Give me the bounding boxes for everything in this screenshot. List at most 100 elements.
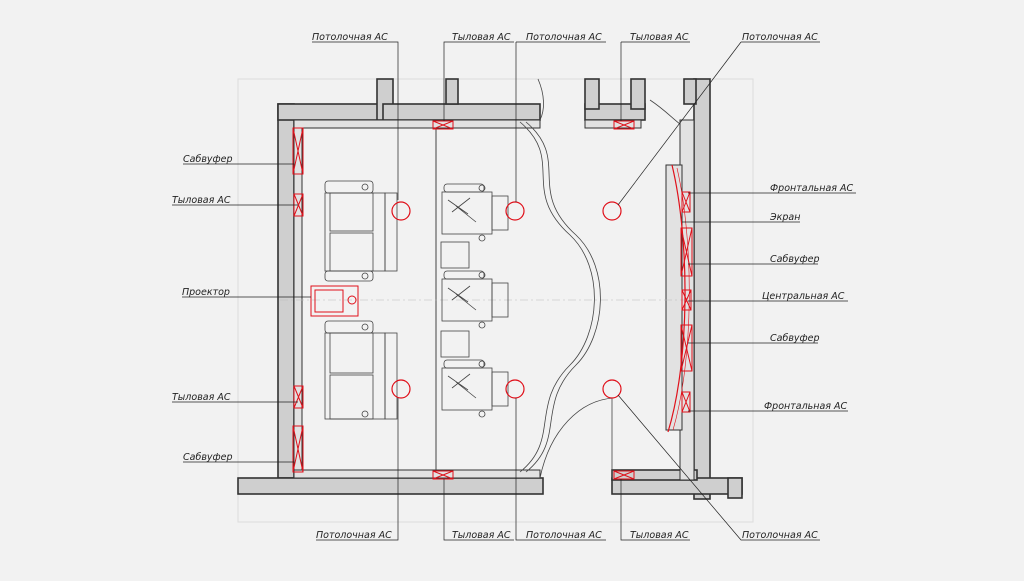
label-subwoofer-right-top: Сабвуфер: [770, 254, 820, 265]
front-speaker-cross: [681, 391, 691, 413]
cup-holder: [478, 234, 486, 242]
projector-lens: [347, 295, 357, 305]
rear-speaker-bottom: [432, 470, 454, 480]
bottom-wall-left: [237, 477, 544, 495]
seat-arm: [324, 320, 374, 334]
label-subwoofer-left-top: Сабвуфер: [183, 154, 233, 165]
door-arc-top: [537, 78, 544, 121]
seat-cushion: [329, 232, 374, 272]
curtain-left-curve: [519, 121, 595, 473]
cup-holder: [478, 184, 486, 192]
label-screen: Экран: [769, 212, 800, 223]
door-arc-top-right: [649, 99, 681, 125]
rear-speaker-cross: [293, 193, 304, 217]
curtain-left-curve-2: [525, 121, 601, 473]
front-speaker-top: [681, 191, 691, 213]
bottom-wall-stub: [727, 477, 743, 499]
inner-top-panel: [293, 119, 541, 129]
side-table: [440, 330, 470, 358]
label-rear-top-1: Тыловая АС: [452, 32, 511, 43]
rear-speaker-cross: [613, 470, 635, 480]
top-wall-stub-4: [630, 78, 646, 110]
label-rear-left-bottom: Тыловая АС: [172, 392, 231, 403]
labels: Потолочная АС Тыловая АС Потолочная АС Т…: [172, 32, 854, 541]
front-speaker-bottom: [681, 391, 691, 413]
subwoofer-right-bottom: [680, 324, 693, 372]
projector: [310, 285, 359, 317]
leader-ceiling-top-3: [617, 41, 742, 206]
rear-speaker-left-bottom: [293, 385, 304, 409]
recliner-bottom: [441, 359, 509, 418]
cup-holder: [478, 360, 486, 368]
label-subwoofer-left-bottom: Сабвуфер: [183, 452, 233, 463]
seat-arm: [443, 359, 485, 369]
sofa-frame: [324, 332, 386, 420]
leader-rear-bottom-1: [443, 479, 514, 541]
top-wall-stub-2: [445, 78, 459, 105]
subwoofer-left-top: [292, 127, 304, 175]
center-speaker: [681, 289, 692, 311]
label-ceiling-bottom-2: Потолочная АС: [526, 530, 602, 541]
cup-holder: [478, 321, 486, 329]
seat-arm: [443, 270, 485, 280]
cup-holder: [361, 410, 369, 418]
pillow-lines: [447, 197, 477, 223]
ceiling-speaker: [391, 201, 411, 221]
seat-arm: [324, 180, 374, 194]
footrest: [491, 195, 509, 231]
seat-cushion: [329, 332, 374, 374]
ceiling-speaker: [505, 379, 525, 399]
label-center: Центральная АС: [762, 291, 845, 302]
projector-body: [310, 285, 359, 317]
projection-screen: [667, 164, 686, 433]
footrest: [384, 332, 398, 420]
rear-speaker-cross: [432, 470, 454, 480]
footrest: [491, 371, 509, 407]
right-wall-stub: [683, 78, 697, 105]
cup-holder: [361, 183, 369, 191]
subwoofer-cross: [292, 425, 304, 473]
seating: [324, 180, 509, 420]
recliner-top: [441, 183, 509, 242]
subwoofer-cross: [292, 127, 304, 175]
label-rear-left-top: Тыловая АС: [172, 195, 231, 206]
door-swing-bottom: [539, 397, 615, 479]
label-rear-bottom-1: Тыловая АС: [452, 530, 511, 541]
cup-holder: [478, 410, 486, 418]
label-rear-top-2: Тыловая АС: [630, 32, 689, 43]
walls: [237, 78, 743, 500]
label-rear-bottom-2: Тыловая АС: [630, 530, 689, 541]
label-front-bottom: Фронтальная АС: [764, 401, 848, 412]
leader-lines: [172, 41, 856, 541]
label-ceiling-top-2: Потолочная АС: [526, 32, 602, 43]
label-ceiling-top-1: Потолочная АС: [312, 32, 388, 43]
cup-holder: [478, 271, 486, 279]
projector-inner: [314, 289, 344, 313]
ceiling-speaker: [391, 379, 411, 399]
leader-rear-top-1: [443, 41, 446, 121]
cup-holder: [361, 272, 369, 280]
subwoofer-cross: [680, 324, 693, 372]
top-wall-left: [277, 103, 384, 121]
ceiling-speaker: [602, 379, 622, 399]
front-speaker-cross: [681, 191, 691, 213]
ceiling-speaker: [602, 201, 622, 221]
inner-top-right-panel: [584, 119, 642, 129]
sofa-frame: [324, 192, 386, 272]
center-speaker-cross: [681, 289, 692, 311]
seat-arm: [443, 183, 485, 193]
sofa-left-top: [324, 180, 398, 282]
top-wall-middle: [382, 103, 541, 121]
rear-speaker-bottom-right: [613, 470, 635, 480]
rear-speaker-cross: [613, 120, 635, 130]
ceiling-speaker: [505, 201, 525, 221]
curtains: [519, 78, 681, 479]
label-subwoofer-right-bottom: Сабвуфер: [770, 333, 820, 344]
cup-holder: [361, 323, 369, 331]
leader-ceiling-top-1: [312, 41, 399, 200]
rear-speaker-top: [432, 120, 454, 130]
leader-ceiling-bottom-1: [316, 398, 399, 541]
label-ceiling-top-3: Потолочная АС: [742, 32, 818, 43]
